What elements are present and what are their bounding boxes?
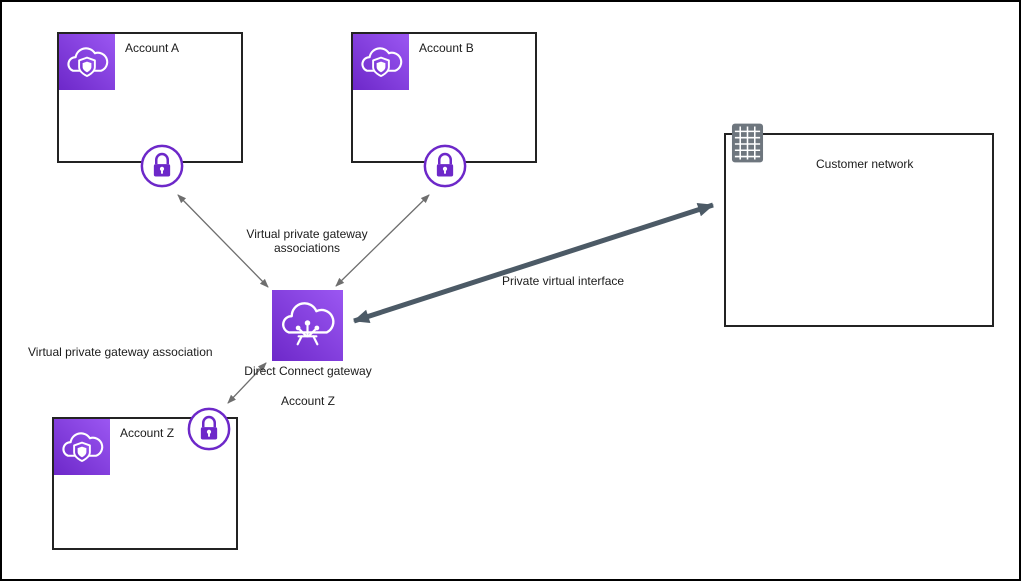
- customer-network-label: Customer network: [816, 157, 914, 171]
- vgw-associations-label: Virtual private gateway associations: [246, 227, 368, 255]
- account-a-label: Account A: [125, 41, 180, 55]
- aws-account-icon: [353, 34, 409, 90]
- arrow-account-z-association: [227, 362, 267, 404]
- vpn-gateway-lock-icon-b: [422, 143, 468, 189]
- arrow-account-a-association: [177, 194, 269, 288]
- aws-account-icon: [54, 419, 110, 475]
- private-virtual-interface-label: Private virtual interface: [502, 274, 625, 288]
- account-b-label: Account B: [419, 41, 474, 55]
- customer-network-box: Customer network: [724, 133, 994, 327]
- account-z-label: Account Z: [120, 426, 175, 440]
- account-a-box: Account A: [57, 32, 243, 163]
- vpn-gateway-lock-icon-z: [186, 406, 232, 452]
- direct-connect-gateway-account-label: Account Z: [280, 394, 336, 408]
- direct-connect-gateway-label: Direct Connect gateway: [244, 364, 372, 378]
- customer-network-icon: [731, 122, 764, 164]
- aws-account-icon: [59, 34, 115, 90]
- direct-connect-gateway-icon: [272, 290, 343, 361]
- vpn-gateway-lock-icon-a: [139, 143, 185, 189]
- vgw-association-label: Virtual private gateway association: [28, 345, 213, 359]
- arrow-private-virtual-interface: [353, 202, 714, 324]
